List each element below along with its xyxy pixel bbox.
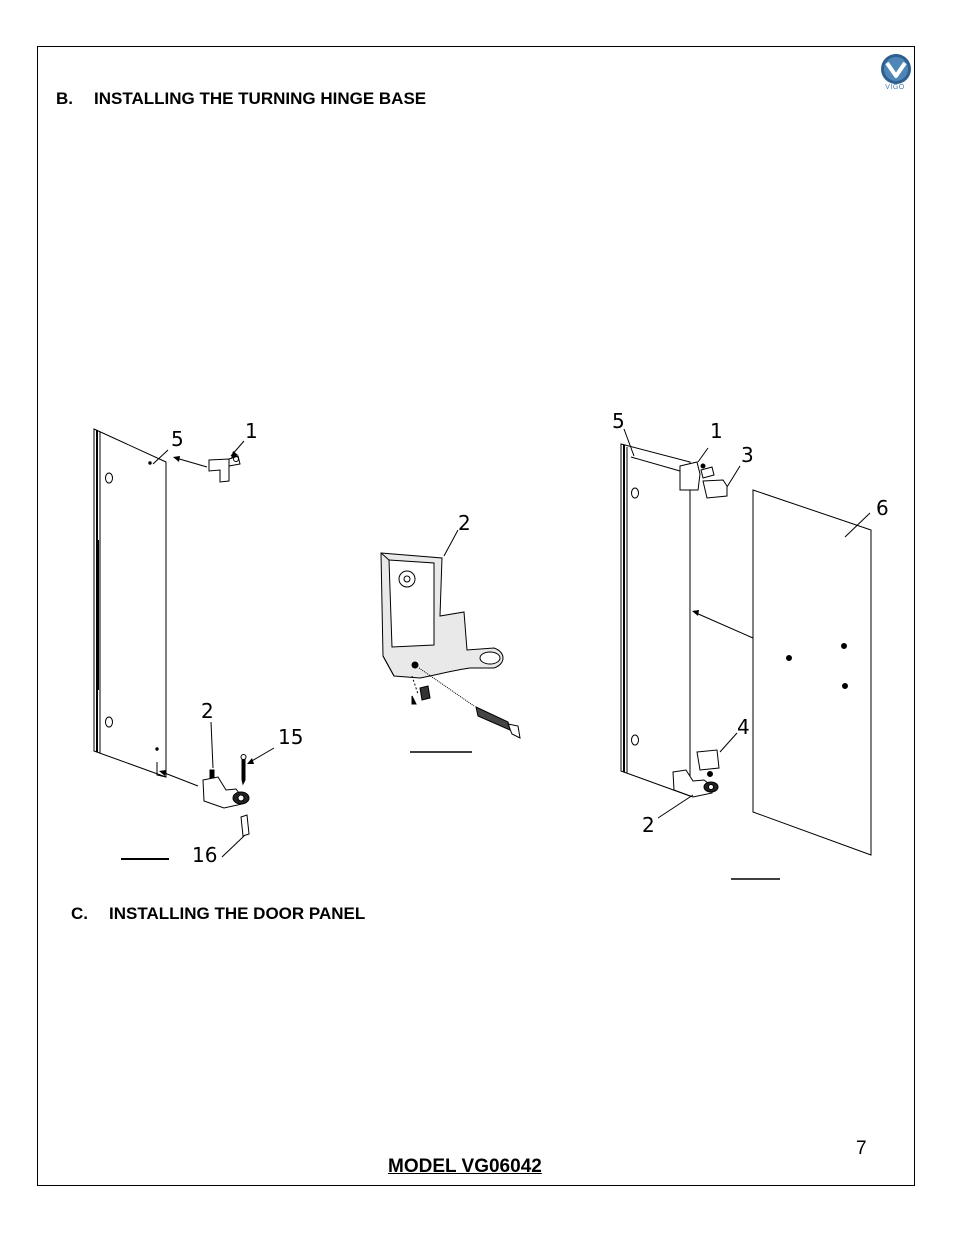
center-callout-2: 2 — [458, 511, 471, 535]
right-fixed-panel — [620, 443, 691, 797]
left-callout-5: 5 — [171, 427, 184, 451]
page-frame — [37, 46, 915, 1186]
section-c-letter: C. — [71, 904, 88, 923]
right-callout-4: 4 — [737, 715, 750, 739]
right-clamp-3 — [702, 479, 728, 499]
right-callout-2: 2 — [642, 813, 655, 837]
right-callout-3: 3 — [741, 443, 754, 467]
vigo-logo-icon — [881, 54, 911, 84]
left-top-hinge — [208, 458, 230, 483]
logo-text: VIGO — [885, 84, 905, 91]
right-top-hinge — [679, 461, 701, 491]
left-callout-1: 1 — [245, 419, 258, 443]
page-number: 7 — [856, 1138, 867, 1159]
model-label: MODEL VG06042 — [388, 1156, 542, 1177]
left-callout-2: 2 — [201, 699, 214, 723]
center-figure — [380, 529, 521, 753]
right-callout-1: 1 — [710, 419, 723, 443]
left-fixed-panel — [93, 428, 167, 778]
right-figure — [620, 428, 872, 856]
section-b-heading: B. INSTALLING THE TURNING HINGE BASE — [56, 89, 426, 109]
left-callout-16: 16 — [192, 843, 217, 867]
right-door-panel — [752, 489, 872, 856]
right-callout-6: 6 — [876, 496, 889, 520]
section-b-letter: B. — [56, 89, 73, 108]
right-clamp-4 — [696, 749, 720, 771]
left-figure — [93, 428, 275, 860]
section-b-title: INSTALLING THE TURNING HINGE BASE — [94, 89, 427, 108]
section-c-heading: C. INSTALLING THE DOOR PANEL — [71, 904, 365, 924]
right-callout-5: 5 — [612, 409, 625, 433]
section-c-title: INSTALLING THE DOOR PANEL — [109, 904, 366, 923]
left-callout-15: 15 — [278, 725, 303, 749]
